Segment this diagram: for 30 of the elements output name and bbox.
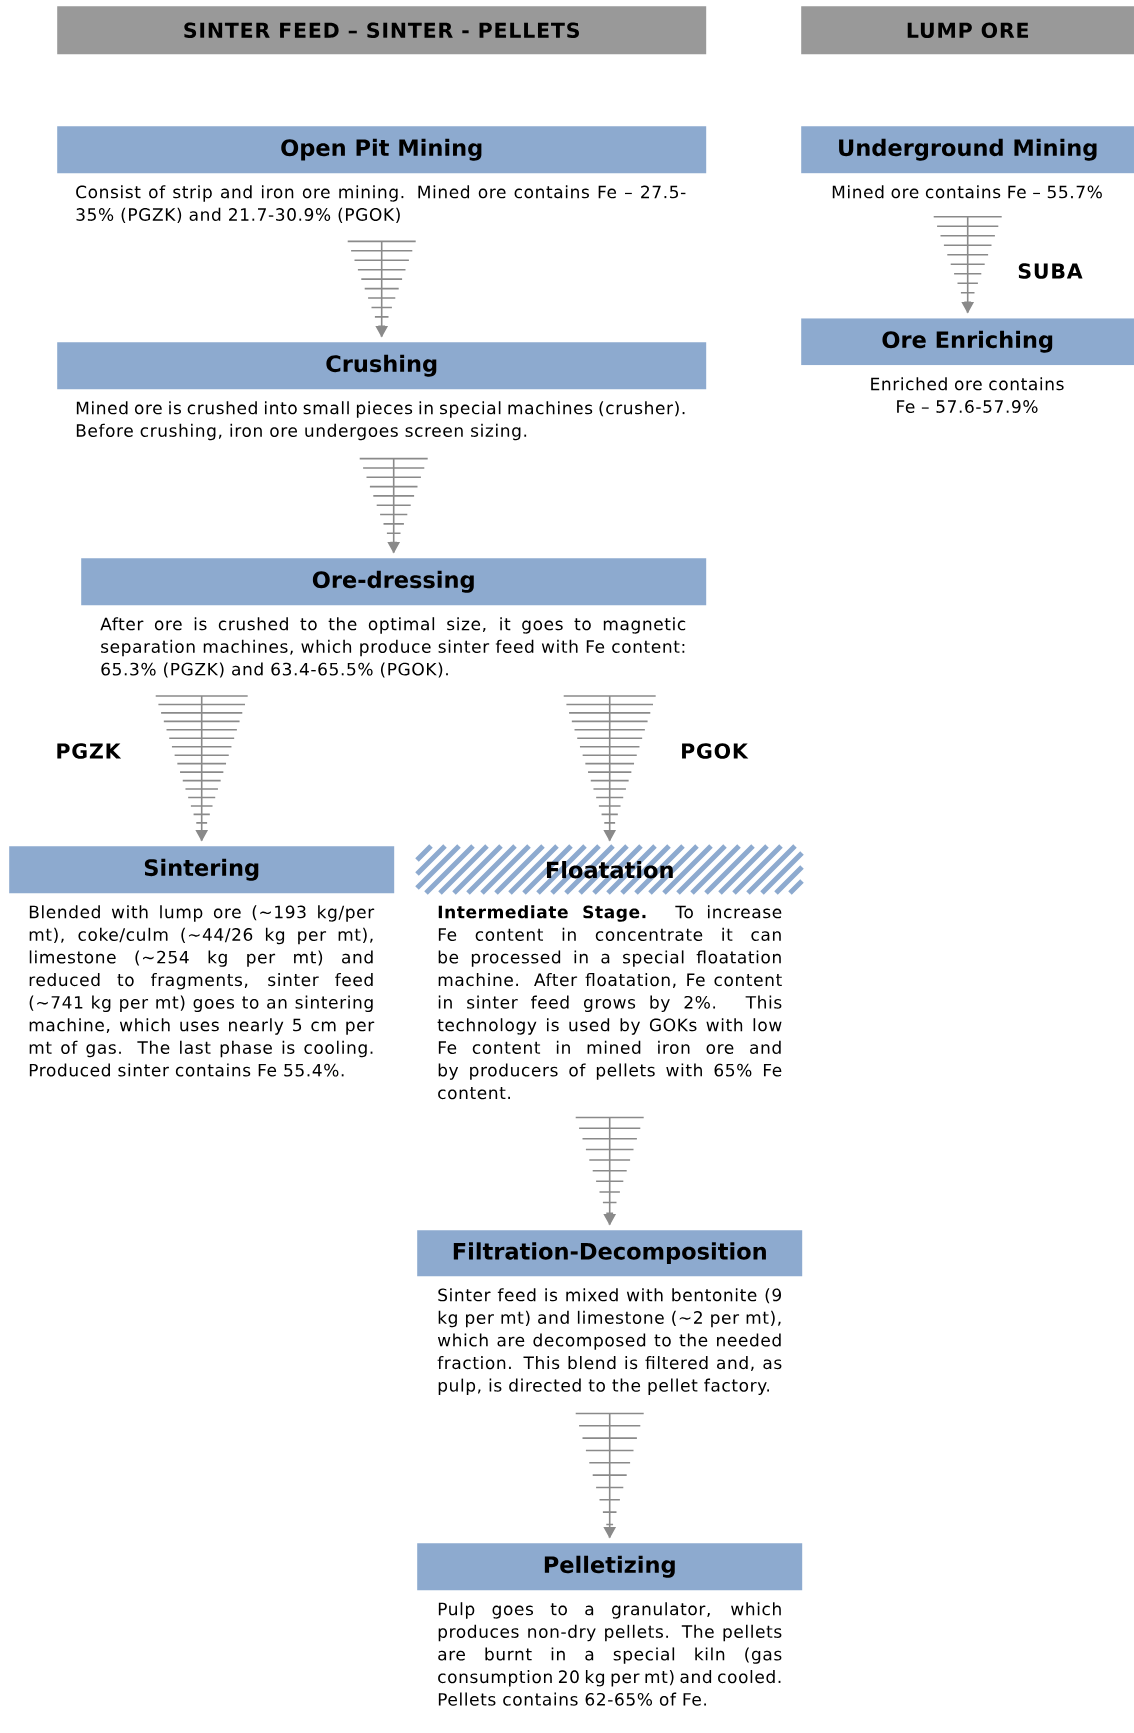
stage-header: Underground Mining <box>801 126 1134 174</box>
description-text: Pulp goes to a granulator, which produces non-dry pellets. The pellets are burnt in a special kiln (gas consumption 20 kg per mt) and cooled. Pellets contains 62-65% of Fe. <box>438 1602 782 1706</box>
section-header: SINTER FEED – SINTER - PELLETS <box>57 6 707 55</box>
stage-header: Sintering <box>9 846 395 894</box>
arrow <box>346 240 417 337</box>
arrow <box>358 457 429 553</box>
stage-header: Crushing <box>57 342 707 390</box>
description-text: Intermediate Stage. To increase Fe content in concentrate it can be processed in a special floatation machine. After floatation, Fe content in sinter feed grows by 2%. This technology is used by GOKs with low Fe content in mined iron ore and by producers of pellets with 65% Fe content. <box>437 905 782 1100</box>
stage-header: Floatation <box>414 843 805 896</box>
stage-header: Pelletizing <box>417 1543 803 1591</box>
edge-label: PGOK <box>682 743 749 759</box>
description-text: Mined ore is crushed into small pieces in special machines (crusher). Before crushing, iron ore undergoes screen sizing. <box>76 401 685 441</box>
section-header: LUMP ORE <box>801 6 1134 55</box>
description-text: Mined ore contains Fe – 55.7% <box>832 185 1102 199</box>
arrow <box>932 215 1003 313</box>
description-text: Sinter feed is mixed with bentonite (9 kg per mt) and limestone (~2 per mt), which are decomposed to the needed fraction. This blend is filtered and, as pulp, is directed to the pellet factory. <box>437 1288 782 1396</box>
edge-label: PGZK <box>57 743 122 759</box>
arrow <box>574 1116 645 1225</box>
description-text: Enriched ore contains Fe – 57.6-57.9% <box>871 377 1064 413</box>
description-text: After ore is crushed to the optimal size, it goes to magnetic separation machines, which produce sinter feed with Fe content: 65.3% (PGZK) and 63.4-65.5% (PGOK). <box>100 617 686 678</box>
stage-header: Ore Enriching <box>801 318 1134 366</box>
description-text: Blended with lump ore (~193 kg/per mt), coke/culm (~44/26 kg per mt), limestone (~254 kg per mt) and reduced to fragments, sinter feed (~741 kg per mt) goes to an sintering machine, which uses nearly 5 cm per mt of gas. The last phase is cooling. Produced sinter contains Fe 55.4%. <box>29 905 375 1077</box>
description-text: Consist of strip and iron ore mining. Mined ore contains Fe – 27.5-35% (PGZK) and 21.7-30.9% (PGOK) <box>76 185 686 223</box>
arrow <box>154 695 249 841</box>
stage-header: Open Pit Mining <box>57 126 707 174</box>
arrow <box>562 695 657 841</box>
arrow <box>574 1412 645 1538</box>
stage-header: Ore-dressing <box>81 558 707 606</box>
edge-label: SUBA <box>1018 263 1083 279</box>
stage-header: Filtration-Decomposition <box>417 1230 803 1277</box>
